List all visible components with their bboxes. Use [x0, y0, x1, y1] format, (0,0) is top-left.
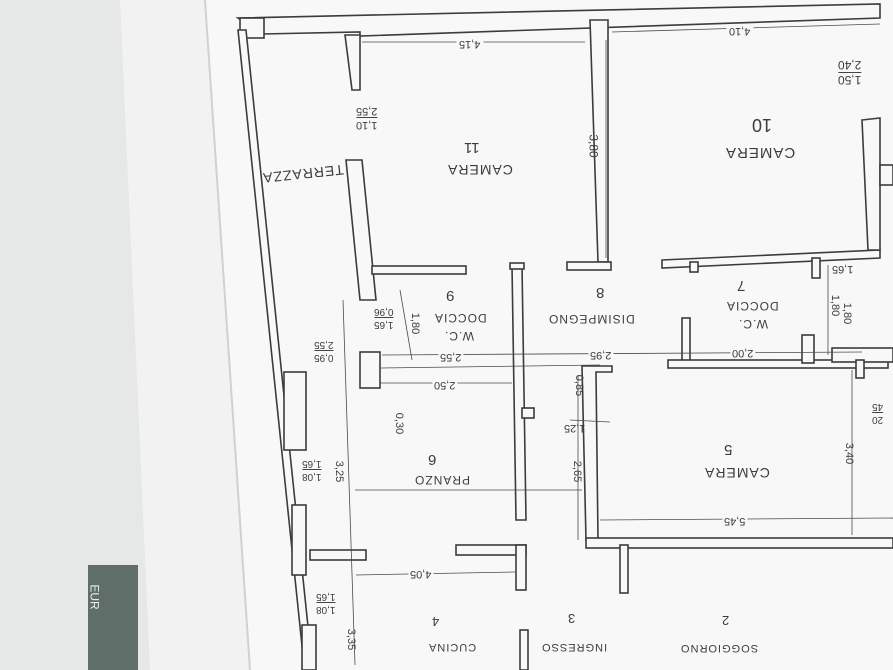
- dim-disimpegno-width: 2,95: [588, 349, 614, 361]
- room-ingresso-label: INGRESSO: [541, 641, 608, 653]
- room-camera10-number: 10: [752, 115, 773, 135]
- dim-window-terrazza-top: 0,95: [314, 350, 334, 363]
- dim-wc7-door: 1,80: [841, 302, 854, 325]
- room-camera10-label: CAMERA: [725, 144, 796, 161]
- dim-wc7-width: 2,00: [730, 347, 756, 359]
- dim-window-pranzo: 1,08 1,65: [302, 457, 322, 482]
- dim-window-terrazza-bottom: 2,55: [314, 339, 334, 350]
- dim-window-wc9-bottom: 0,96: [374, 306, 394, 317]
- dim-window-top: 1,50: [838, 72, 862, 87]
- room-cucina-label: CUCINA: [428, 641, 477, 653]
- dim-cucina-width: 4,05: [408, 568, 434, 580]
- dim-passage: 1,25: [564, 422, 586, 434]
- dim-window-wc9: 1,65 0,96: [374, 305, 394, 330]
- paper-sheet: [205, 0, 893, 670]
- room-wc7-label: W.C.: [738, 317, 768, 331]
- room-ingresso-number: 3: [568, 611, 576, 626]
- dim-pranzo-height: 2,65: [571, 460, 584, 483]
- dim-camera10-right: 1,65: [832, 263, 854, 275]
- logo-band: [88, 565, 138, 670]
- dim-pranzo-top: 2,50: [432, 379, 458, 391]
- dim-camera11-height: 3,80: [586, 134, 601, 158]
- dim-right-edge-bottom: 45: [872, 401, 884, 412]
- dim-camera10-width: 4,10: [726, 25, 754, 37]
- room-wc9-number: 9: [446, 287, 455, 304]
- room-wc7-number: 7: [737, 277, 746, 294]
- dim-window-pranzo-top: 1,08: [302, 469, 322, 482]
- room-camera11-label: CAMERA: [447, 162, 513, 178]
- dim-wc9-width: 2,55: [438, 351, 464, 363]
- logo-watermark: EUR: [87, 584, 102, 610]
- dim-cucina-left: 3,35: [345, 628, 358, 651]
- dim-right-edge-top: 20: [872, 412, 884, 425]
- dim-window-camera10: 1,50 2,40: [838, 58, 862, 87]
- dim-window11-bottom: 2,55: [356, 105, 378, 117]
- dim-window-cucina-bottom: 1,65: [316, 591, 336, 602]
- room-wc9-label: W.C.: [444, 329, 474, 343]
- room-camera11-number: 11: [464, 139, 480, 156]
- dim-camera5-height: 3,40: [843, 442, 856, 465]
- dim-camera5-width: 5,45: [722, 515, 748, 527]
- room-disimpegno-number: 8: [596, 284, 605, 301]
- dim-window-cucina-top: 1,08: [316, 602, 336, 615]
- dim-window-cucina: 1,08 1,65: [316, 590, 336, 615]
- room-camera5-label: CAMERA: [704, 465, 770, 481]
- dim-window-terrazza: 0,95 2,55: [314, 338, 334, 363]
- dim-disimpegno-depth: 0,85: [573, 374, 586, 397]
- room-camera5-number: 5: [724, 441, 733, 458]
- dim-camera11-width: 4,15: [456, 38, 484, 50]
- room-wc9-label-2: DOCCIA: [434, 311, 487, 325]
- walls: [235, 3, 893, 670]
- room-cucina-number: 4: [432, 614, 440, 629]
- room-wc7-label-2: DOCCIA: [726, 299, 779, 313]
- dim-right-edge: 20 45: [872, 400, 884, 425]
- dim-window-wc9-top: 1,65: [374, 317, 394, 330]
- dim-wc7-height: 1,80: [829, 294, 842, 317]
- room-soggiorno-label: SOGGIORNO: [680, 642, 759, 654]
- room-disimpegno-label: DISIMPEGNO: [548, 312, 635, 326]
- dim-wc9-height: 1,80: [409, 312, 422, 335]
- sheet-fold: [204, 0, 251, 670]
- room-pranzo-label: PRANZO: [414, 473, 471, 487]
- dim-wall-030: 0,30: [393, 412, 406, 435]
- room-soggiorno-number: 2: [722, 613, 730, 628]
- dim-window-pranzo-bottom: 1,65: [302, 458, 322, 469]
- room-pranzo-number: 6: [428, 451, 437, 468]
- dim-window-camera11: 1,10 2,55: [356, 104, 378, 131]
- dim-window11-top: 1,10: [356, 117, 378, 131]
- dim-pranzo-left: 3,25: [333, 460, 346, 483]
- dim-window-bottom: 2,40: [838, 58, 862, 72]
